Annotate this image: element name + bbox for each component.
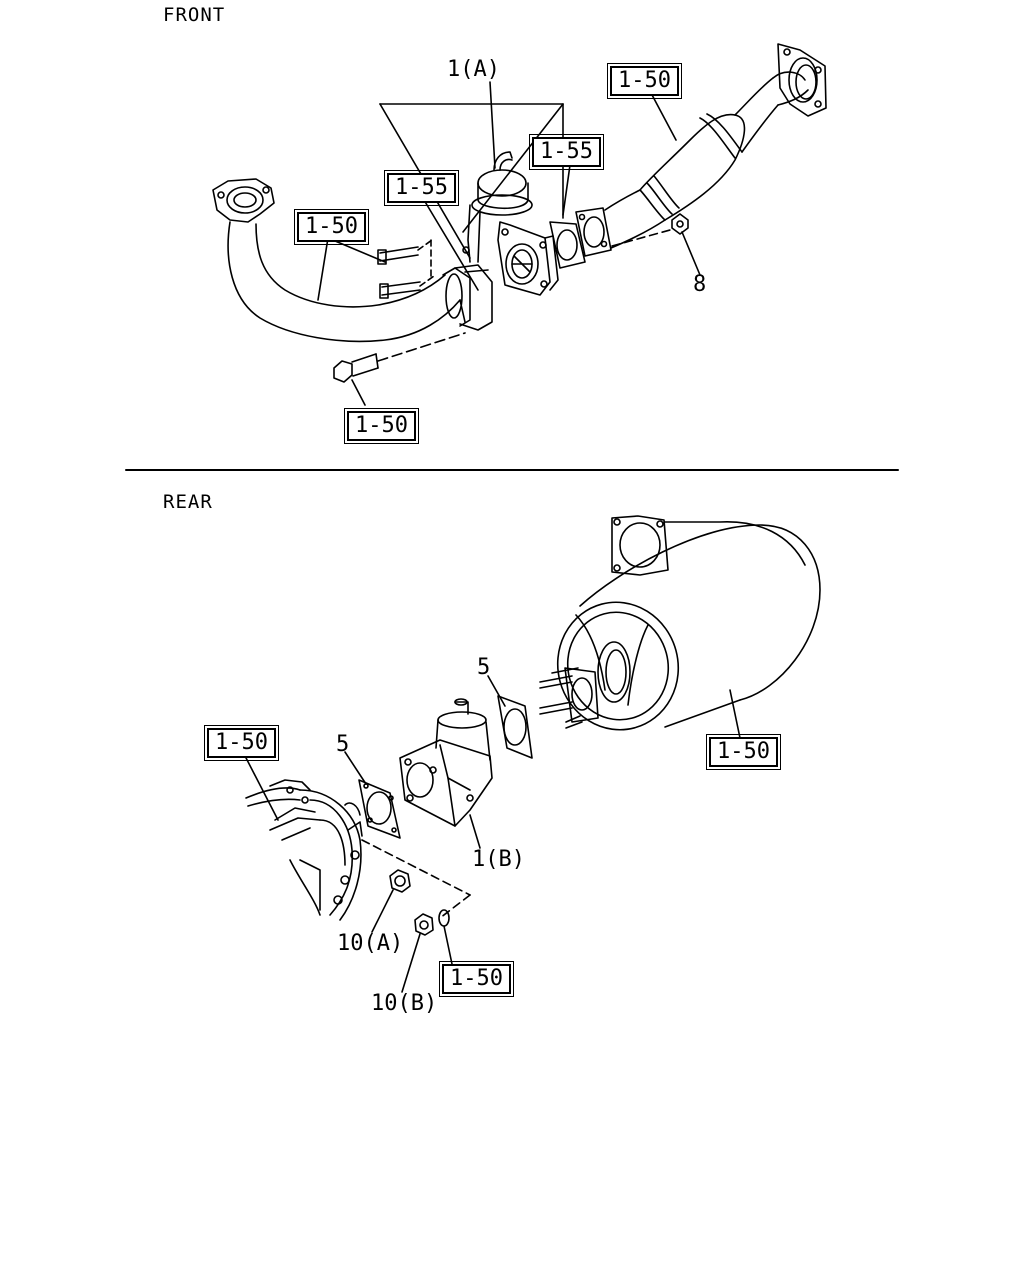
intermediate-pipe-catalyst (604, 71, 809, 249)
callout-ref-muffler: 1-50 (706, 734, 781, 770)
nut-8-graphic (611, 213, 689, 247)
front-end-flange (777, 43, 827, 117)
gasket-front (549, 221, 586, 269)
callout-part-1b: 1(B) (472, 847, 525, 872)
rear-dashed-guides (361, 839, 471, 919)
exhaust-brake-valve-a (467, 151, 559, 296)
front-exploded-view (212, 43, 827, 406)
studs-front (377, 239, 435, 299)
callout-ref-bolt: 1-50 (344, 408, 419, 444)
section-title-front: FRONT (163, 4, 226, 26)
rear-exploded-view (243, 515, 821, 993)
callout-part-10b: 10(B) (371, 991, 438, 1016)
nut-10a (389, 869, 411, 893)
pipe-flange-rear-front (575, 207, 612, 257)
section-title-rear: REAR (163, 491, 213, 513)
callout-ref-top: 1-50 (607, 63, 682, 99)
gasket-5-right (497, 695, 533, 759)
callout-ref-pipe: 1-50 (294, 209, 369, 245)
callout-ref-mid-left: 1-55 (384, 170, 459, 206)
nut-10b (414, 913, 434, 936)
exhaust-brake-valve-b (399, 698, 493, 827)
muffler-inlet-flange (539, 667, 599, 729)
callout-ref-mid-right: 1-55 (529, 134, 604, 170)
front-leader-lines (317, 81, 701, 406)
front-pipe (212, 178, 471, 343)
callout-part-10a: 10(A) (337, 931, 404, 956)
long-bolt (333, 332, 466, 383)
exhaust-manifold (245, 779, 363, 921)
washer (438, 909, 450, 927)
callout-part-5-right: 5 (477, 655, 491, 680)
callout-ref-nut: 1-50 (439, 961, 514, 997)
callout-part-1a: 1(A) (447, 57, 500, 82)
callout-part-5-left: 5 (336, 732, 350, 757)
callout-ref-left: 1-50 (204, 725, 279, 761)
muffler (556, 515, 821, 731)
callout-part-8: 8 (693, 272, 707, 297)
gasket-5-left (358, 779, 401, 839)
rear-leader-lines (243, 675, 741, 993)
